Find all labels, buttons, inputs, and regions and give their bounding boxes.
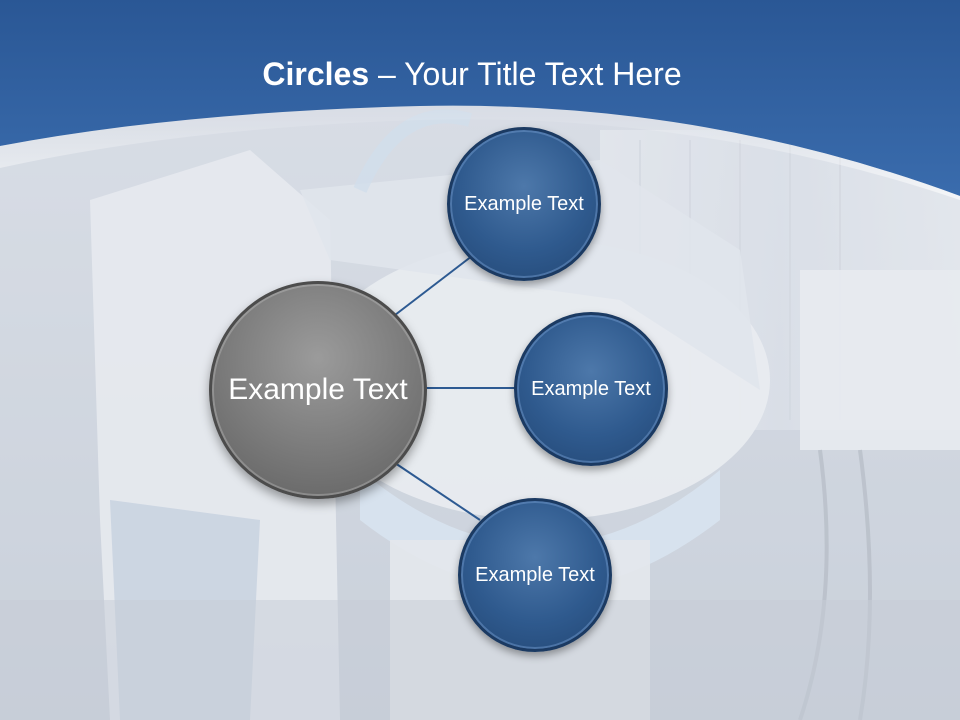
center-circle: Example Text xyxy=(209,281,427,499)
satellite-circle-label: Example Text xyxy=(531,378,651,400)
title-bold: Circles xyxy=(262,56,370,92)
title-rest: – Your Title Text Here xyxy=(369,56,682,92)
satellite-circle-middle: Example Text xyxy=(514,312,668,466)
center-circle-label: Example Text xyxy=(228,373,408,406)
slide-title: Circles – Your Title Text Here xyxy=(0,52,944,96)
satellite-circle-bottom: Example Text xyxy=(458,498,612,652)
connector-bottom xyxy=(394,462,481,521)
satellite-circle-label: Example Text xyxy=(464,193,584,215)
satellite-circle-top: Example Text xyxy=(447,127,601,281)
header-band xyxy=(0,0,960,200)
satellite-circle-label: Example Text xyxy=(475,564,595,586)
connector-top xyxy=(394,255,473,316)
